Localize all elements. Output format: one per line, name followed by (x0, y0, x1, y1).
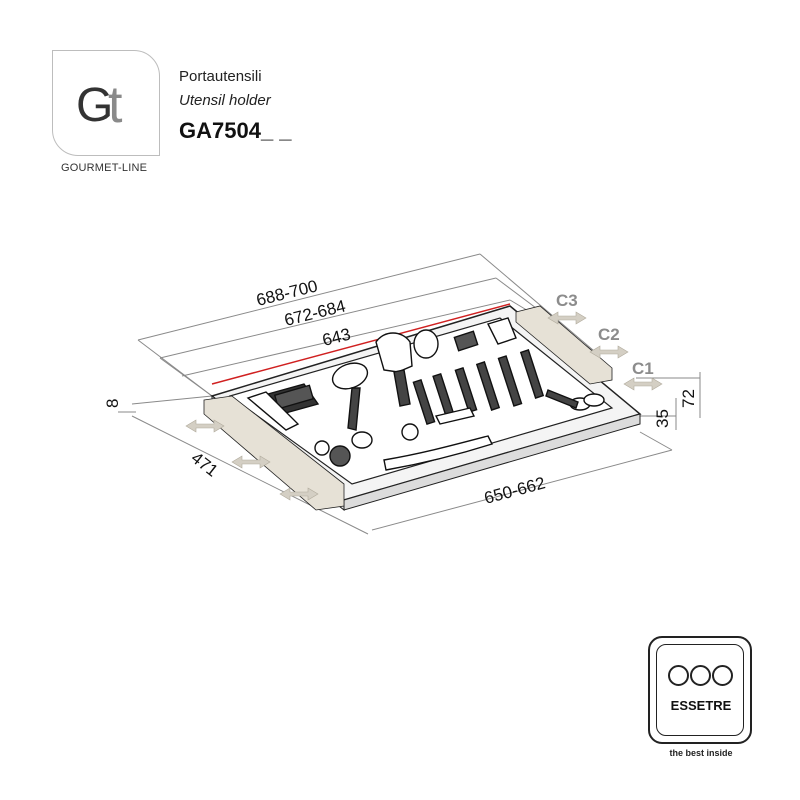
clearance-c3: C3 (556, 291, 578, 310)
logo-letter-t: t (108, 76, 123, 134)
product-code: GA7504_ _ (179, 118, 292, 143)
brand-name: GOURMET-LINE (61, 162, 148, 174)
tagline: the best inside (669, 748, 733, 758)
badge-circle-icon (712, 665, 733, 686)
clearance-arrows (185, 311, 663, 501)
badge-circle-icon (690, 665, 711, 686)
dim-height-high: 72 (679, 389, 698, 408)
clearance-c2: C2 (598, 325, 620, 344)
essetre-badge: ESSETRE (648, 636, 752, 744)
dim-thickness: 8 (103, 399, 122, 408)
dim-height-low: 35 (653, 409, 672, 428)
badge-circle-icon (668, 665, 689, 686)
title-italian: Portautensili (179, 68, 262, 85)
badge-word: ESSETRE (670, 698, 732, 713)
badge-inner-frame: ESSETRE (656, 644, 744, 736)
header: G t GOURMET-LINE Portautensili Utensil h… (0, 0, 400, 190)
title-english: Utensil holder (179, 92, 271, 109)
logo-frame (52, 50, 160, 156)
dim-depth: 471 (188, 448, 222, 480)
dim-front-width: 650-662 (482, 473, 547, 508)
logo-letter-g: G (76, 79, 114, 132)
dim-tray-width: 643 (320, 325, 352, 350)
dim-lines (118, 253, 701, 535)
utensils (246, 317, 605, 471)
clearance-c1: C1 (632, 359, 654, 378)
